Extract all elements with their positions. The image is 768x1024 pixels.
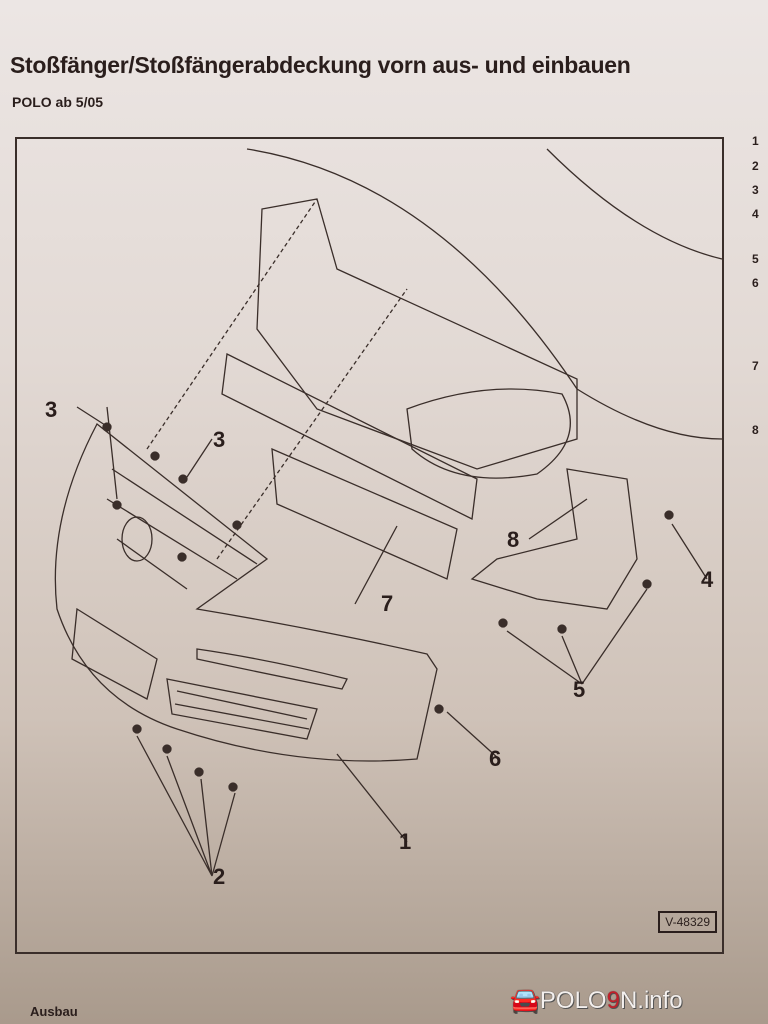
callout-7: 7 <box>381 591 394 616</box>
callout-2: 2 <box>213 864 226 889</box>
exploded-diagram: 3 3 8 4 7 5 6 1 2 V-48329 <box>15 137 724 954</box>
callout-8: 8 <box>507 527 520 552</box>
callout-3-right: 3 <box>213 427 226 452</box>
callout-3-left: 3 <box>45 397 58 422</box>
watermark-logo: 🚘POLO9N.info <box>510 986 683 1015</box>
legend-number-8: 8 <box>752 423 759 437</box>
watermark-suffix: N.info <box>619 987 683 1014</box>
callout-1: 1 <box>399 829 412 854</box>
bumper-illustration <box>54 148 723 877</box>
callout-5: 5 <box>573 677 586 702</box>
legend-number-5: 5 <box>752 252 759 266</box>
watermark-prefix: POLO <box>539 987 607 1014</box>
car-icon: 🚘 <box>510 987 540 1014</box>
legend-number-7: 7 <box>752 359 759 373</box>
legend-number-2: 2 <box>752 159 759 173</box>
callout-4: 4 <box>701 567 714 592</box>
legend-number-6: 6 <box>752 276 759 290</box>
model-subtitle: POLO ab 5/05 <box>12 94 104 110</box>
callout-6: 6 <box>489 746 502 771</box>
footer-section: Ausbau <box>30 1004 78 1019</box>
page-title: Stoßfänger/Stoßfängerabdeckung vorn aus-… <box>10 52 631 78</box>
legend-number-3: 3 <box>752 183 759 197</box>
figure-reference: V-48329 <box>658 911 717 933</box>
legend-number-1: 1 <box>752 134 759 148</box>
legend-number-4: 4 <box>752 207 759 221</box>
watermark-nine: 9 <box>606 987 620 1014</box>
